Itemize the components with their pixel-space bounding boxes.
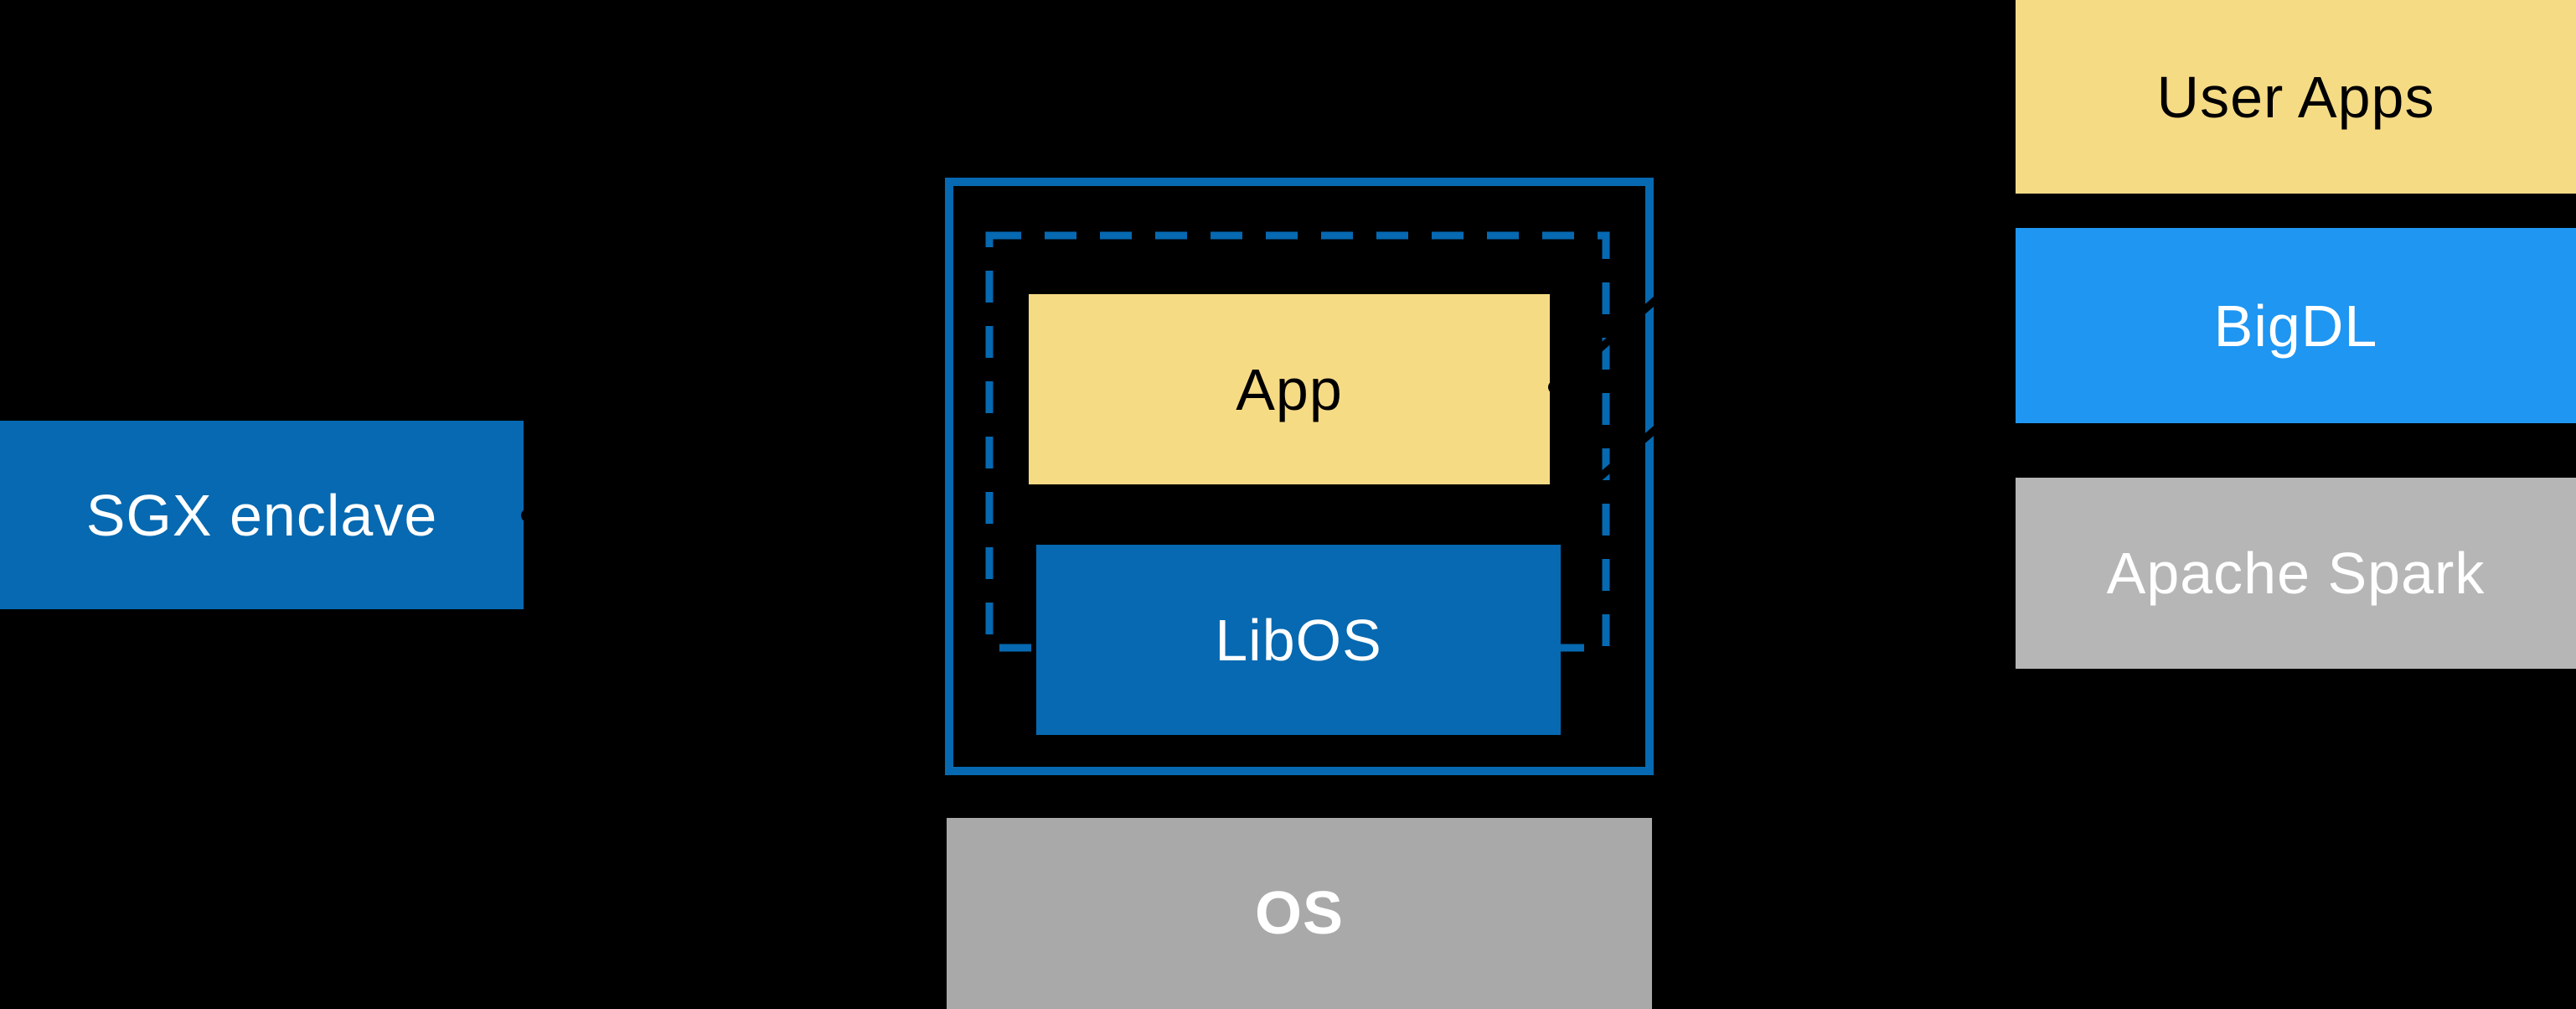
libos-box: LibOS [1036, 545, 1561, 735]
user-apps-label: User Apps [2156, 64, 2435, 130]
apache-spark-box: Apache Spark [2016, 478, 2576, 669]
bigdl-box: BigDL [2016, 228, 2576, 423]
pointer-line-to-enclave-border [1577, 365, 1728, 498]
app-box: App [1029, 294, 1550, 484]
pointer-line-to-app [1554, 235, 1728, 390]
arrow-dot-on-app-edge [1548, 380, 1562, 394]
apache-spark-label: Apache Spark [2106, 541, 2486, 606]
os-label: OS [1254, 880, 1345, 947]
os-box: OS [947, 818, 1652, 1009]
sgx-enclave-label: SGX enclave [85, 482, 438, 548]
bigdl-label: BigDL [2213, 292, 2378, 359]
sgx-enclave-box: SGX enclave [0, 421, 524, 609]
libos-label: LibOS [1215, 607, 1382, 673]
user-apps-box: User Apps [2016, 0, 2576, 194]
app-label: App [1236, 356, 1343, 422]
